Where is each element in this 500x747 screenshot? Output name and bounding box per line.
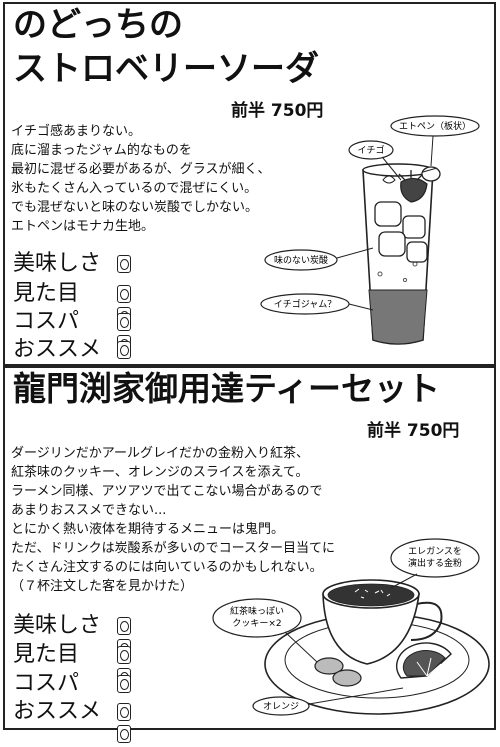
- review-page: のどっちの ストロベリーソーダ 前半 750円 イチゴ感あまりない。 底に溜まっ…: [3, 2, 496, 743]
- rating-coin-icon: [117, 703, 131, 721]
- callout-gold-line2: 演出する金粉: [408, 557, 462, 569]
- p2-desc-line: 紅茶味のクッキー、オレンジのスライスを添えて。: [11, 465, 309, 480]
- p2-price: 前半 750円: [367, 421, 460, 441]
- rating-coins: [117, 255, 132, 275]
- rating-label: おススメ: [13, 699, 102, 724]
- p1-desc-line: イチゴ感あまりない。: [11, 124, 142, 139]
- callout-soda: 味のない炭酸: [274, 254, 328, 266]
- p2-description: ダージリンだかアールグレイだかの金粉入り紅茶、 紅茶味のクッキー、オレンジのスラ…: [11, 444, 335, 596]
- p1-desc-line: 最初に混ぜる必要があるが、グラスが細く、: [11, 162, 271, 177]
- callout-cookie-line2: クッキー×2: [232, 618, 281, 629]
- rating-label: コスパ: [13, 309, 80, 334]
- p1-desc-line: 底に溜まったジャム的なものを: [11, 143, 192, 158]
- rating-coin-icon: [117, 313, 131, 331]
- rating-coins: [117, 341, 132, 361]
- p2-desc-line: ダージリンだかアールグレイだかの金粉入り紅茶、: [11, 446, 309, 461]
- tea-set-review: 龍門渕家御用達ティーセット 前半 750円 ダージリンだかアールグレイだかの金粉…: [3, 366, 496, 743]
- tea-set-illustration: エレガンスを 演出する金粉 紅茶味っぽい クッキー×2 オレンジ: [212, 538, 490, 716]
- callout-strawberry: イチゴ: [357, 144, 384, 156]
- p1-title-line2: ストロベリーソーダ: [13, 49, 319, 89]
- p1-desc-line: 氷もたくさん入っているので混ぜにくい。: [11, 181, 258, 196]
- p2-desc-line: ラーメン同様、アツアツで出てこない場合があるので: [11, 484, 323, 499]
- rating-coin-icon: [117, 646, 131, 664]
- callout-jam: イチゴジャム？: [274, 298, 337, 310]
- p2-desc-line: あまりおススメできない...: [11, 503, 167, 518]
- p1-price: 前半 750円: [231, 101, 324, 121]
- rating-coin-icon: [117, 341, 131, 359]
- callout-orange: オレンジ: [263, 701, 299, 712]
- rating-coin-icon: [117, 617, 131, 635]
- rating-coin-icon: [117, 725, 131, 743]
- rating-coins: [117, 675, 132, 695]
- rating-coins: [117, 617, 132, 657]
- rating-label: 見た目: [13, 642, 80, 667]
- strawberry-soda-illustration: エトペン（板状） イチゴ 味のない炭酸 イチゴジャム？: [260, 115, 480, 345]
- strawberry-soda-review: のどっちの ストロベリーソーダ 前半 750円 イチゴ感あまりない。 底に溜まっ…: [3, 2, 496, 366]
- rating-coins: [117, 313, 132, 353]
- rating-label: おススメ: [13, 337, 102, 362]
- rating-label: 見た目: [13, 281, 80, 306]
- p2-title: 龍門渕家御用達ティーセット: [13, 369, 441, 408]
- rating-coins: [117, 646, 132, 686]
- callout-etopen: エトペン（板状）: [399, 120, 471, 132]
- p2-desc-line: ただ、ドリンクは炭酸系が多いのでコースター目当てに: [11, 541, 335, 556]
- p2-desc-line: たくさん注文するのには向いているのかもしれない。: [11, 560, 323, 575]
- rating-label: 美味しさ: [13, 613, 102, 638]
- rating-coin-icon: [117, 285, 131, 303]
- rating-coins: [117, 703, 132, 743]
- callout-gold-line1: エレガンスを: [408, 546, 462, 557]
- p1-description: イチゴ感あまりない。 底に溜まったジャム的なものを 最初に混ぜる必要があるが、グ…: [11, 122, 270, 236]
- p1-title-line1: のどっちの: [13, 5, 183, 45]
- rating-coin-icon: [117, 255, 131, 273]
- p2-desc-line: （７杯注文した客を見かけた）: [11, 579, 194, 594]
- p2-desc-line: とにかく熱い液体を期待するメニューは鬼門。: [11, 522, 285, 537]
- p1-desc-line: エトペンはモナカ生地。: [11, 219, 155, 234]
- p1-desc-line: でも混ぜないと味のない炭酸でしかない。: [11, 200, 259, 215]
- rating-coin-icon: [117, 675, 131, 693]
- rating-label: 美味しさ: [13, 251, 102, 276]
- rating-coins: [117, 285, 132, 325]
- rating-label: コスパ: [13, 671, 80, 696]
- callout-cookie-line1: 紅茶味っぽい: [230, 605, 284, 617]
